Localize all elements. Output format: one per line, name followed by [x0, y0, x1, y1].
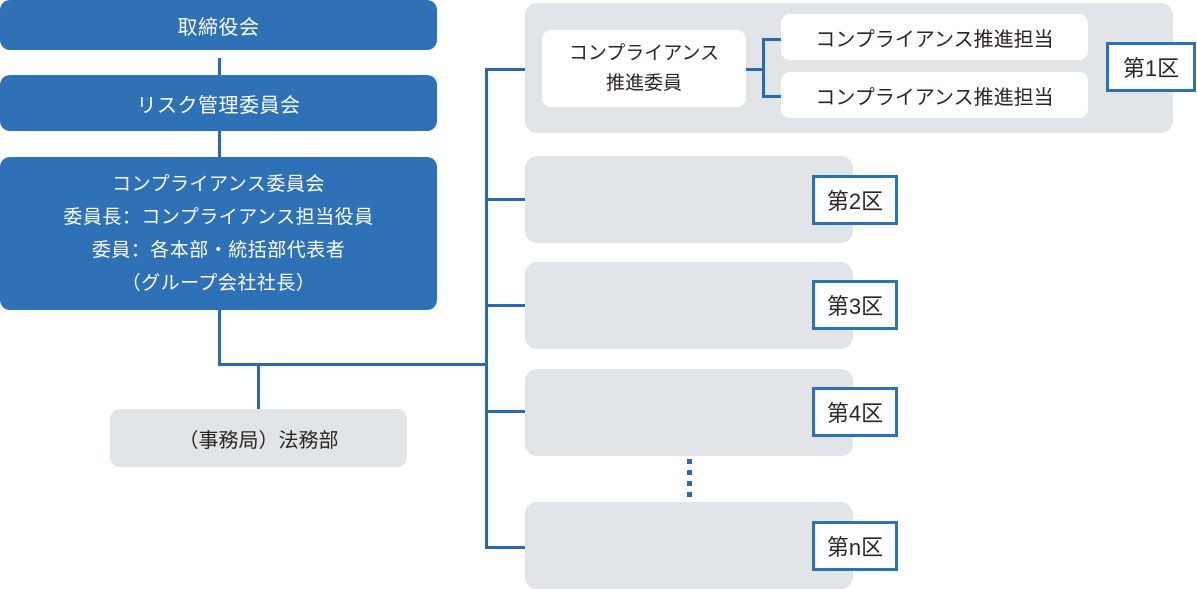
board-of-directors-label: 取締役会	[177, 16, 260, 39]
stub-district-1	[488, 68, 542, 71]
compliance-promoter-line-1: コンプライアンス	[568, 42, 720, 64]
district-2-label: 第2区	[826, 189, 884, 214]
district-3-label: 第3区	[826, 294, 884, 319]
stub-district-3	[488, 304, 545, 307]
district-n-box	[525, 502, 853, 589]
compliance-staff-label-2: コンプライアンス推進担当	[815, 86, 1054, 109]
risk-management-committee-label: リスク管理委員会	[136, 94, 301, 117]
compliance-committee-line-1: コンプライアンス委員会	[112, 173, 325, 195]
stub-district-n	[488, 546, 545, 549]
compliance-committee-line-3: 委員：各本部・統括部代表者	[91, 239, 346, 261]
stub-district-2	[488, 198, 545, 201]
connector-risk-to-compliance	[218, 131, 221, 157]
connector-horizontal-main	[218, 363, 488, 366]
district-2-label-box: 第2区	[812, 175, 898, 225]
bracket-top-stub	[762, 38, 781, 41]
trunk-line	[485, 68, 488, 549]
compliance-committee-box: コンプライアンス委員会 委員長：コンプライアンス担当役員 委員：各本部・統括部代…	[0, 157, 437, 310]
compliance-promoter-line-2: 推進委員	[605, 72, 682, 94]
bracket-horizontal	[746, 68, 765, 71]
district-2-box	[525, 156, 853, 243]
bracket-bottom-stub	[762, 95, 781, 98]
secretariat-legal-dept-label: （事務局）法務部	[178, 429, 339, 452]
bracket-vertical	[762, 38, 765, 98]
vertical-ellipsis-dots	[687, 459, 692, 500]
district-n-label-box: 第n区	[812, 521, 898, 571]
risk-management-committee-box: リスク管理委員会	[0, 75, 437, 131]
compliance-promoter-box: コンプライアンス 推進委員	[542, 30, 746, 107]
district-4-label: 第4区	[826, 401, 884, 426]
district-1-label-box: 第1区	[1106, 42, 1196, 92]
compliance-committee-line-2: 委員長：コンプライアンス担当役員	[63, 206, 374, 228]
district-3-label-box: 第3区	[812, 280, 898, 330]
district-n-label: 第n区	[826, 535, 884, 560]
district-3-box	[525, 262, 853, 349]
district-4-label-box: 第4区	[812, 387, 898, 437]
connector-board-to-risk	[218, 58, 221, 75]
compliance-committee-line-4: （グループ会社社長）	[121, 272, 316, 294]
compliance-staff-box-2: コンプライアンス推進担当	[781, 72, 1088, 118]
compliance-staff-label-1: コンプライアンス推進担当	[815, 28, 1054, 51]
compliance-staff-box-1: コンプライアンス推進担当	[781, 14, 1088, 60]
stub-district-4	[488, 410, 545, 413]
district-4-box	[525, 369, 853, 456]
board-of-directors-box: 取締役会	[0, 0, 437, 50]
secretariat-legal-dept-box: （事務局）法務部	[110, 409, 407, 467]
district-1-label: 第1区	[1122, 56, 1180, 81]
connector-compliance-down	[218, 310, 221, 366]
connector-to-secretariat	[257, 366, 260, 409]
